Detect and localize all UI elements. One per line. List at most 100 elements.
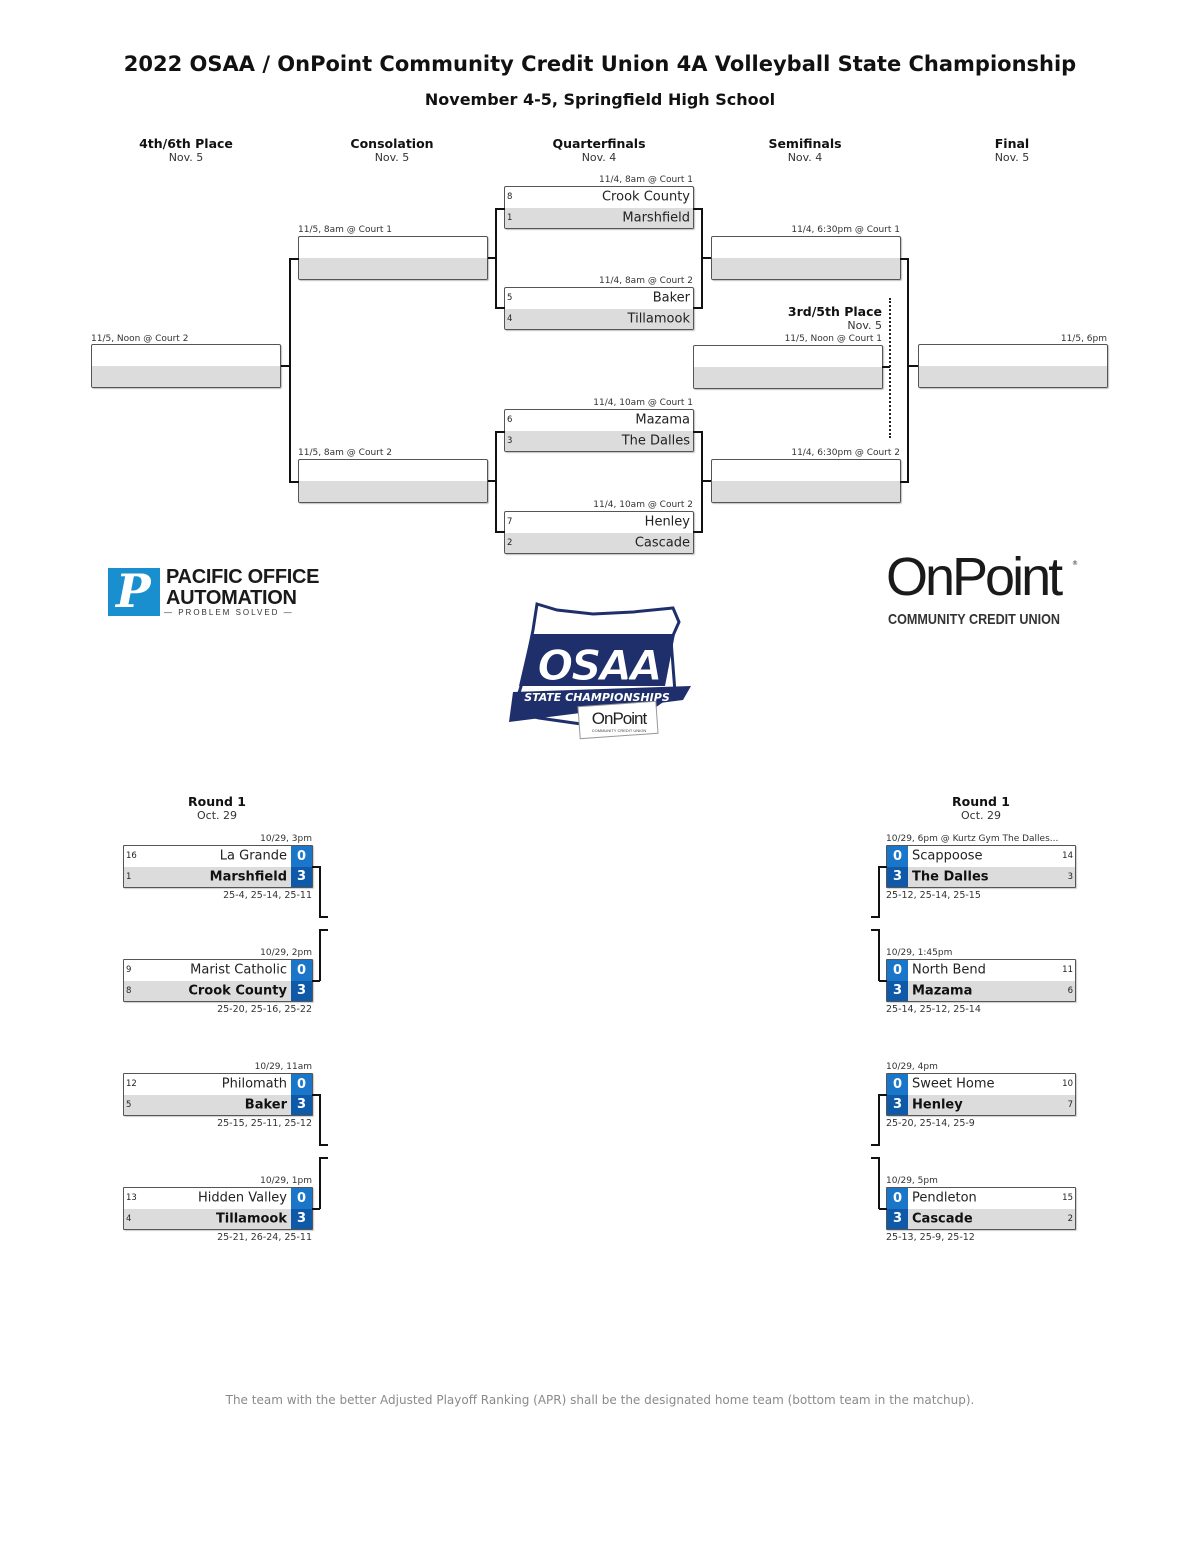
seed: 1 xyxy=(507,212,513,223)
third-fifth-place-match[interactable] xyxy=(693,345,883,389)
set-scores: 25-12, 25-14, 25-15 xyxy=(886,890,981,901)
seed: 13 xyxy=(126,1193,137,1204)
set-scores: 25-21, 26-24, 25-11 xyxy=(217,1232,312,1243)
bracket-line xyxy=(878,1094,880,1145)
team-row[interactable] xyxy=(299,481,487,502)
bracket-line xyxy=(289,258,291,482)
match-caption: 11/4, 10am @ Court 2 xyxy=(593,500,693,510)
team-row[interactable] xyxy=(92,366,280,387)
score: 0 xyxy=(887,1188,908,1209)
team-row[interactable] xyxy=(919,345,1107,366)
team-row[interactable] xyxy=(299,237,487,258)
score: 0 xyxy=(291,1074,312,1095)
team-row[interactable] xyxy=(299,460,487,481)
column-date: Nov. 4 xyxy=(787,151,823,164)
final-match[interactable] xyxy=(918,344,1108,388)
column-consolation: Consolation Nov. 5 xyxy=(292,136,492,165)
team-row[interactable] xyxy=(919,366,1107,387)
team-row[interactable] xyxy=(712,460,900,481)
dotted-divider xyxy=(889,298,891,438)
round1-left-heading: Round 1 Oct. 29 xyxy=(117,795,317,823)
team-row[interactable] xyxy=(694,367,882,388)
fourth-sixth-place-match[interactable] xyxy=(91,344,281,388)
team-name: Sweet Home xyxy=(912,1076,995,1092)
team-row[interactable] xyxy=(694,346,882,367)
team-name: Baker xyxy=(244,1097,287,1113)
consolation-match-1[interactable] xyxy=(298,236,488,280)
score: 0 xyxy=(291,846,312,867)
semifinal-match-2[interactable] xyxy=(711,459,901,503)
match-caption: 11/4, 10am @ Court 1 xyxy=(593,398,693,408)
consolation-match-2[interactable] xyxy=(298,459,488,503)
team-name: The Dalles xyxy=(621,433,690,449)
bracket-line xyxy=(871,1144,880,1146)
match-caption: 10/29, 5pm xyxy=(886,1176,938,1186)
column-final: Final Nov. 5 xyxy=(912,137,1112,165)
column-label: Consolation xyxy=(350,136,434,151)
bracket-line xyxy=(312,866,320,868)
semifinal-match-1[interactable] xyxy=(711,236,901,280)
svg-text:STATE CHAMPIONSHIPS: STATE CHAMPIONSHIPS xyxy=(524,691,670,704)
match-caption: 10/29, 2pm xyxy=(260,948,312,958)
match-caption: 11/4, 8am @ Court 1 xyxy=(599,175,693,185)
round-label: Round 1 xyxy=(951,794,1010,809)
team-name: Pendleton xyxy=(912,1190,977,1206)
team-name: Henley xyxy=(912,1097,963,1113)
seed: 2 xyxy=(507,537,513,548)
third-fifth-date: Nov. 5 xyxy=(847,319,882,332)
team-row[interactable] xyxy=(92,345,280,366)
onpoint-logo: OnPoint ® COMMUNITY CREDIT UNION xyxy=(886,547,1086,632)
page-title: 2022 OSAA / OnPoint Community Credit Uni… xyxy=(123,52,1077,76)
team-name: La Grande xyxy=(219,848,287,864)
team-row[interactable] xyxy=(299,258,487,279)
team-row[interactable] xyxy=(712,258,900,279)
bracket-line xyxy=(871,1157,880,1159)
seed: 9 xyxy=(126,965,132,976)
bracket-line xyxy=(900,258,909,260)
bracket-line xyxy=(319,1157,328,1159)
seed: 7 xyxy=(507,517,513,528)
column-date: Nov. 5 xyxy=(994,151,1030,164)
column-label: Semifinals xyxy=(768,136,842,151)
bracket-line xyxy=(693,431,703,433)
team-row[interactable] xyxy=(712,237,900,258)
bracket-line xyxy=(319,1144,328,1146)
team-row[interactable] xyxy=(712,481,900,502)
